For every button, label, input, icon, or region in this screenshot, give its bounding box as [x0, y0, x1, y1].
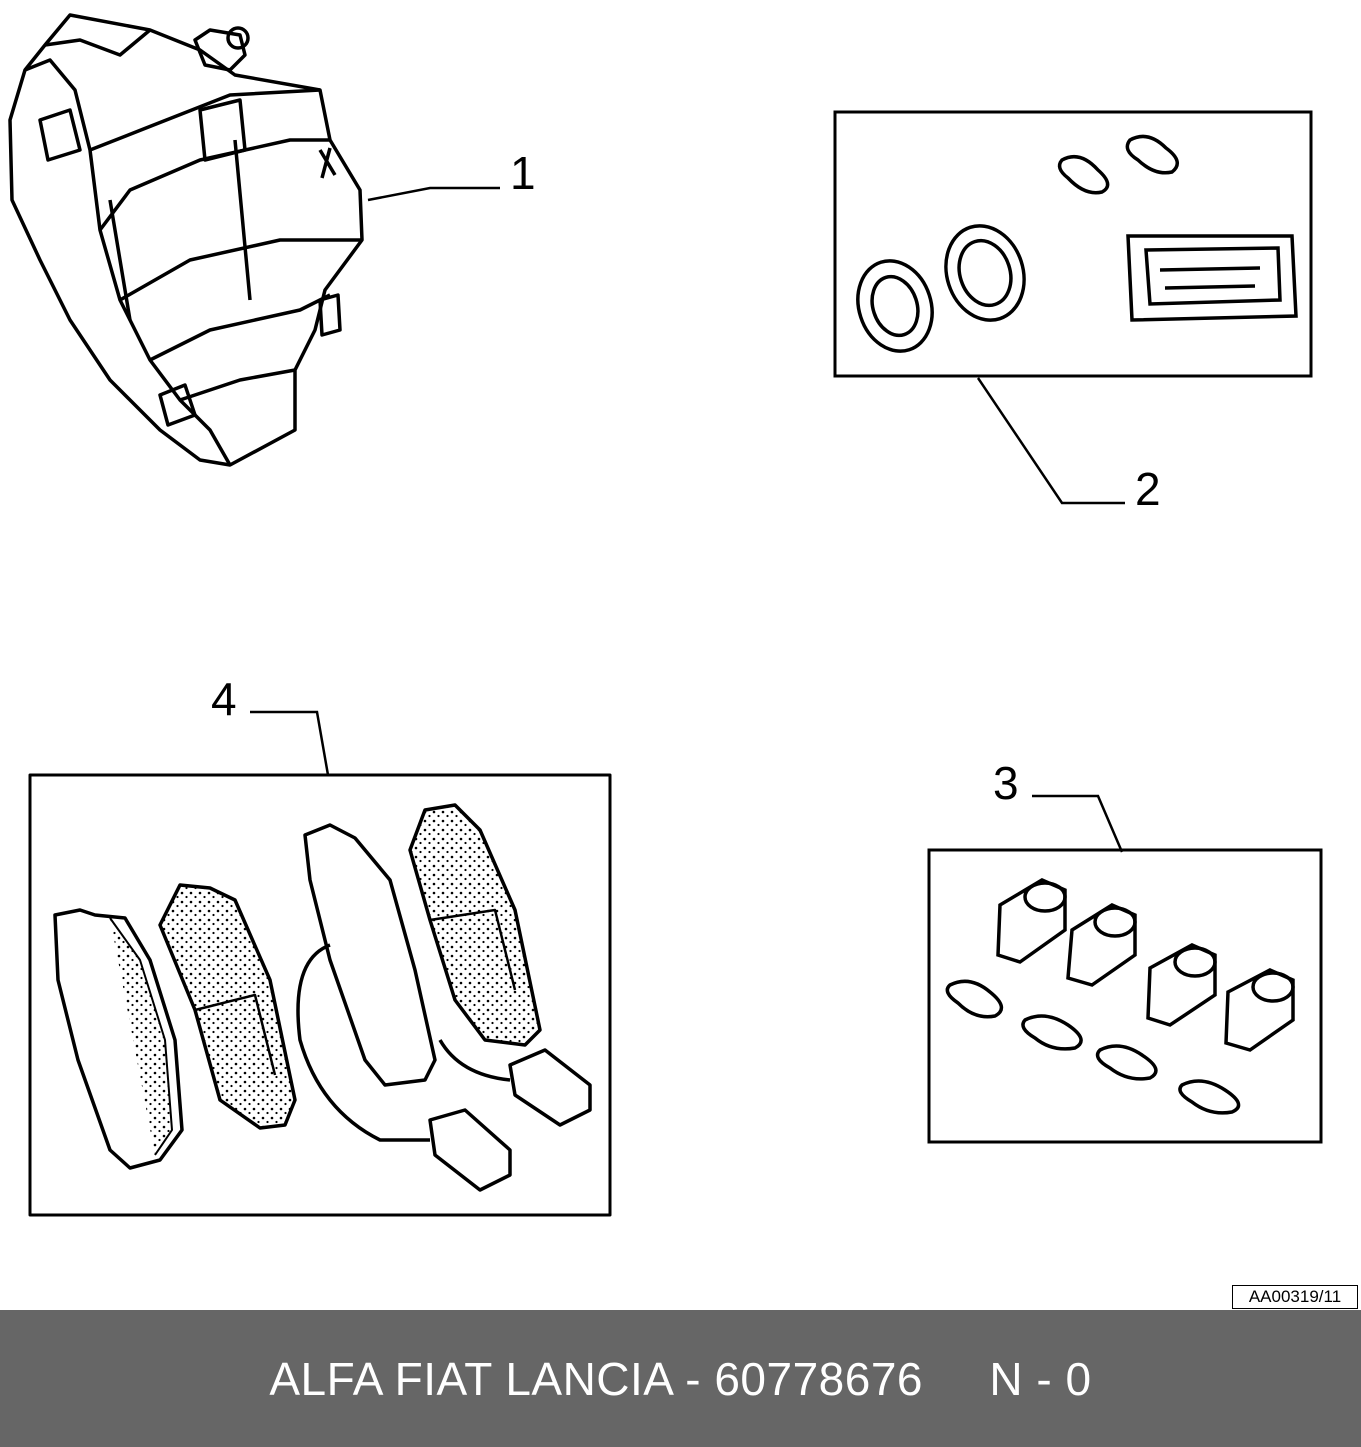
leader-line-4	[250, 710, 330, 776]
brand-label: ALFA FIAT LANCIA	[269, 1353, 672, 1405]
callout-2: 2	[1135, 463, 1161, 515]
brake-caliper-illustration	[8, 13, 364, 467]
callout-4: 4	[211, 673, 237, 725]
brake-pad-set-illustration	[28, 773, 612, 1217]
leader-line-3	[1032, 794, 1124, 853]
revision-label: N - 0	[989, 1353, 1092, 1405]
leader-lines	[250, 186, 1125, 853]
leader-line-2	[976, 377, 1125, 505]
reference-code: AA00319/11	[1232, 1285, 1358, 1309]
footer-text: ALFA FIAT LANCIA - 60778676 N - 0	[0, 1352, 1361, 1406]
clip-kit-illustration	[927, 848, 1323, 1144]
callout-3: 3	[993, 757, 1019, 809]
callout-1: 1	[510, 147, 536, 199]
separator: -	[671, 1353, 715, 1405]
leader-line-1	[367, 186, 500, 202]
parts-diagram	[8, 13, 1323, 1217]
gap	[923, 1353, 989, 1405]
seal-kit-illustration	[833, 110, 1313, 378]
part-number: 60778676	[714, 1353, 924, 1405]
footer-bar: ALFA FIAT LANCIA - 60778676 N - 0	[0, 1310, 1361, 1447]
